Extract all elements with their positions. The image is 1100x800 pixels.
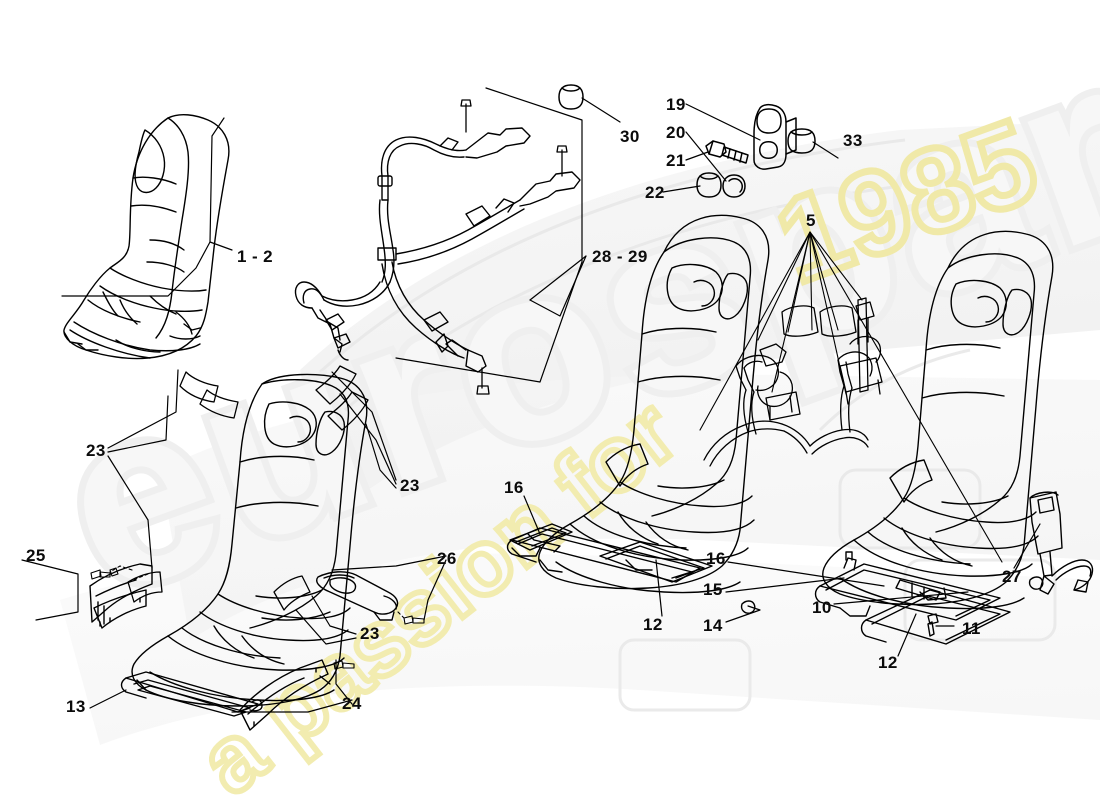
callout-15: 15 [703,580,723,599]
callout-13: 13 [66,697,86,716]
callout-10: 10 [812,598,832,617]
part-30-cap [558,84,584,110]
callout-21: 21 [666,151,686,170]
fasteners-25 [90,567,119,580]
callout-30: 30 [620,127,640,146]
part-26-release-handle [316,571,399,621]
part-20-washer [722,174,746,198]
fasteners-26 [403,615,425,625]
callout-12-center: 12 [643,615,663,634]
callout-11: 11 [962,619,981,638]
part-5-harness-straps [703,297,883,467]
fasteners-24 [333,660,355,670]
callout-19: 19 [666,95,686,114]
parts-23-trim-pads [127,365,369,611]
part-22-nut [696,172,722,198]
assembly-seat-with-harness [506,214,770,594]
callout-23-upper-right: 23 [400,476,420,495]
part-27-belt-buckle [1028,491,1094,595]
callout-25: 25 [26,546,46,565]
callout-12-right: 12 [878,653,898,672]
assembly-seat-shell-right [822,230,1054,610]
callout-23-upper-left: 23 [86,441,106,460]
callout-5: 5 [806,211,816,230]
callout-14: 14 [703,616,723,635]
callout-28-29: 28 - 29 [592,247,648,266]
part-25-side-panel [89,563,153,629]
callout-16-left: 16 [504,478,524,497]
callout-24: 24 [342,694,362,713]
callout-23-lower: 23 [360,624,380,643]
parts-seat-rails [509,523,1011,645]
callout-22: 22 [645,183,665,202]
callout-33: 33 [843,131,863,150]
callout-16-right: 16 [706,549,726,568]
assembly-complete-seat [63,113,230,360]
callout-27: 27 [1002,567,1022,586]
part-19-bracket [753,103,797,170]
assembly-wiring-harness [294,99,581,395]
part-13-floor-tray [120,671,263,717]
part-21-bolt [705,140,749,164]
callout-26: 26 [437,549,457,568]
part-33-bush [787,128,816,154]
callout-1-2: 1 - 2 [237,247,274,266]
callout-20: 20 [666,123,686,142]
